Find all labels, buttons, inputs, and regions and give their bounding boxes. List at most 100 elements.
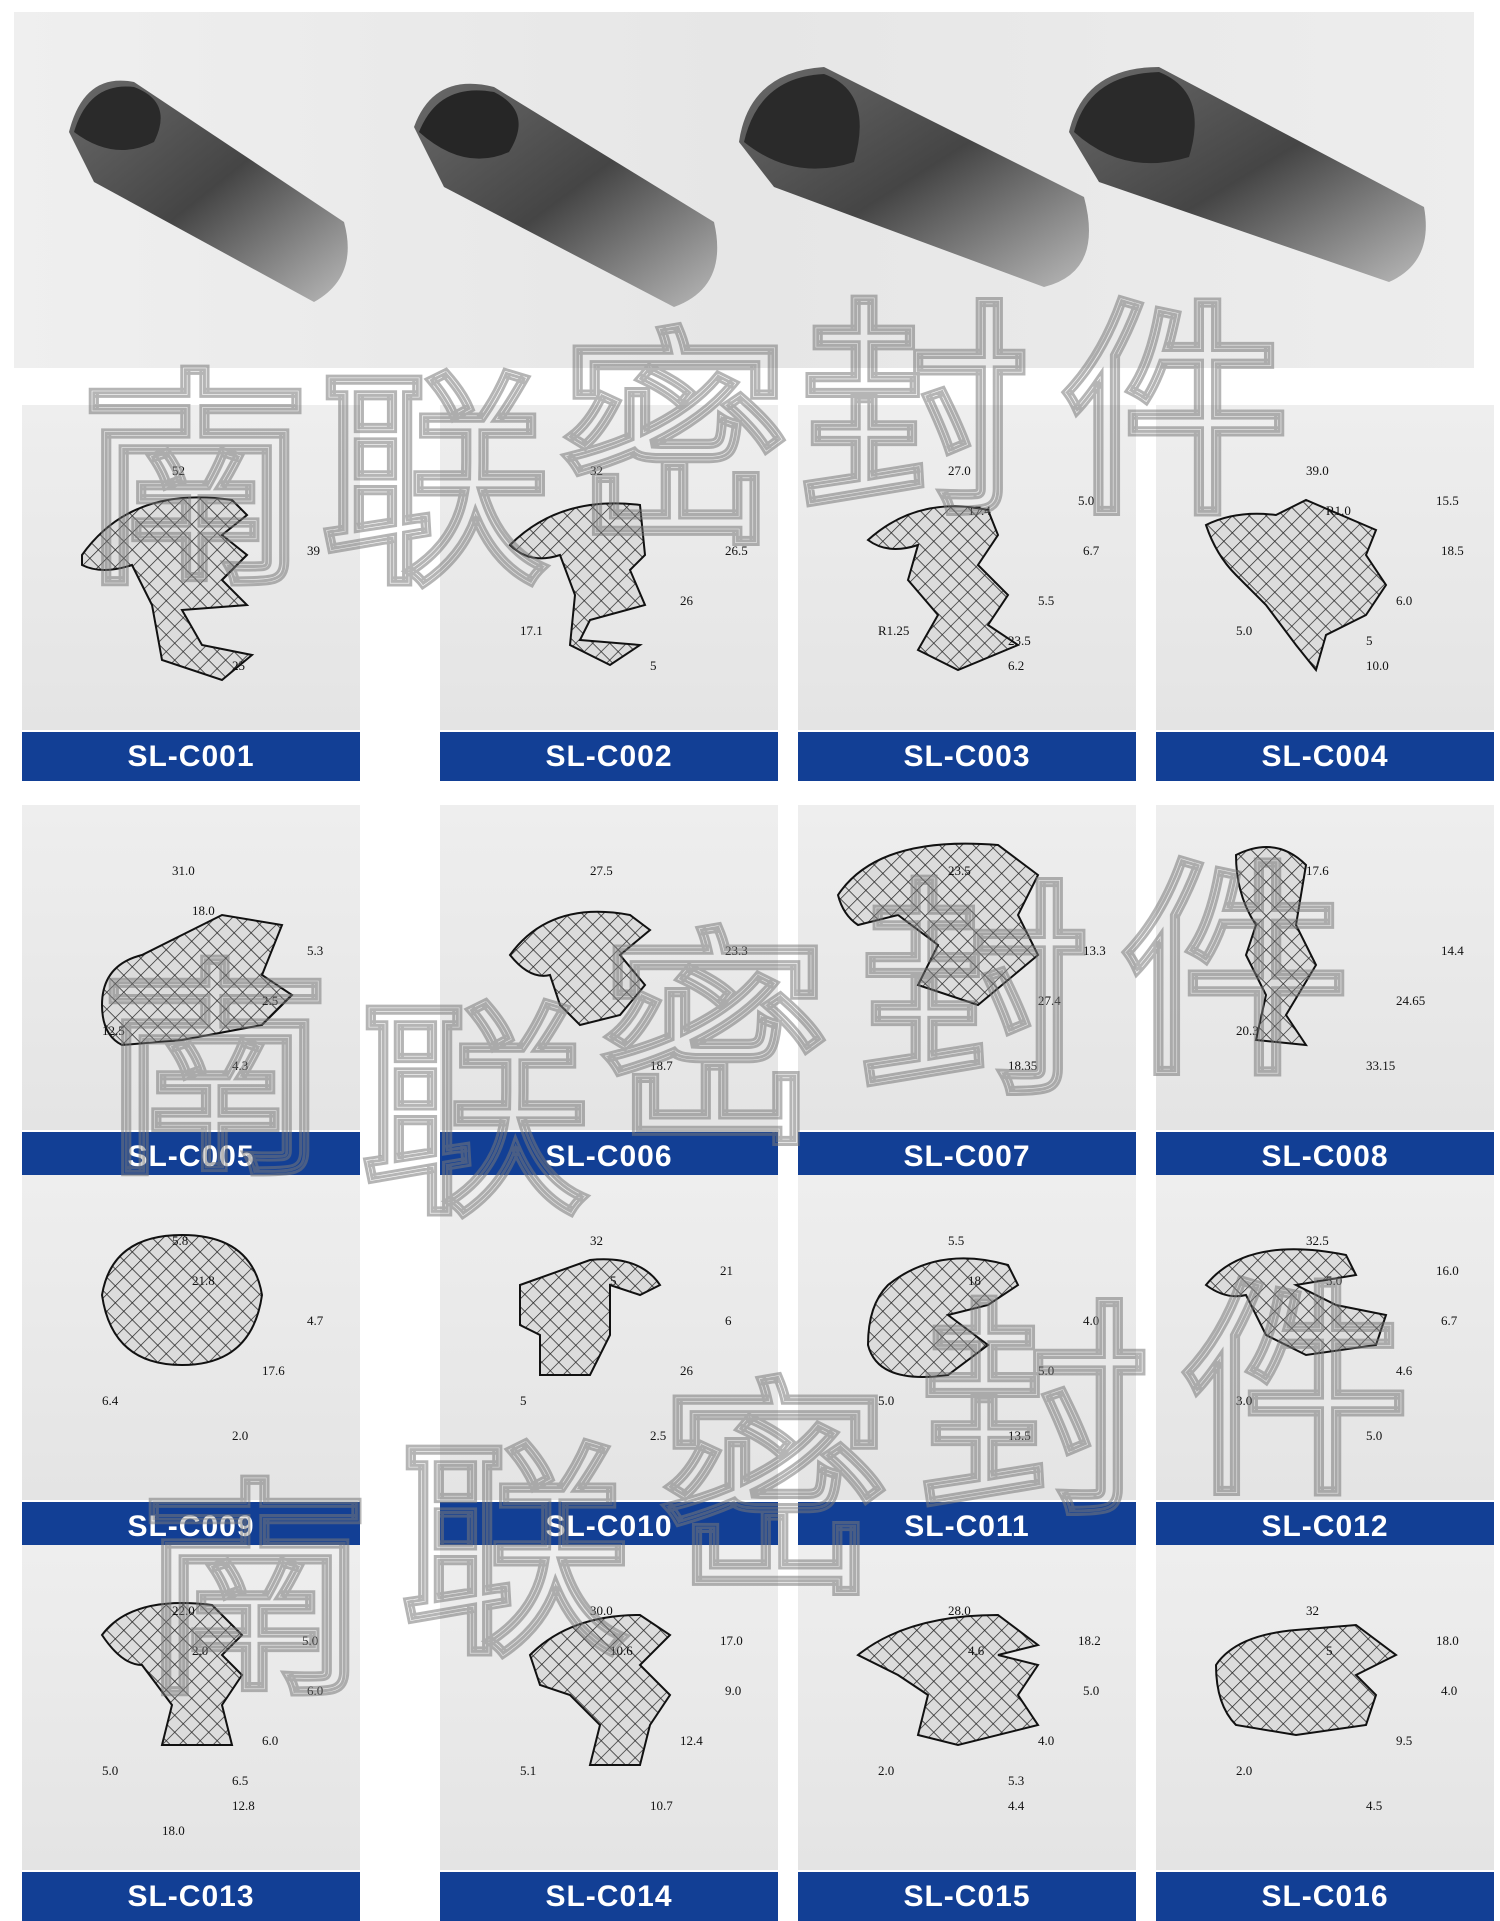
dimension-label: 18.2 xyxy=(1078,1633,1101,1648)
seal-profile-shape xyxy=(856,1613,1041,1747)
dimension-label: 5.0 xyxy=(1366,1428,1382,1443)
dimension-label: 17.6 xyxy=(262,1363,285,1378)
dimension-label: 13.5 xyxy=(1008,1428,1031,1443)
dimension-label: 5.5 xyxy=(1038,593,1054,608)
seal-profile-shape xyxy=(100,913,294,1047)
profile-drawing-svg: 5.54.013.55.05.018 xyxy=(866,1233,1099,1443)
dimension-label: 18.0 xyxy=(1436,1633,1459,1648)
profile-drawing-svg: 22.06.012.86.05.02.05.06.518.0 xyxy=(100,1602,323,1838)
dimension-label: 5.0 xyxy=(1236,623,1252,638)
dimension-label: 5 xyxy=(610,1273,617,1288)
seal-photo-2 xyxy=(414,83,718,307)
seal-profile-shape xyxy=(1204,1248,1388,1357)
dimension-label: 12.8 xyxy=(232,1798,255,1813)
dimension-label: 5 xyxy=(1326,1643,1333,1658)
product-code-label: SL-C009 xyxy=(22,1502,360,1551)
dimension-label: 5.1 xyxy=(520,1763,536,1778)
dimension-label: 5.5 xyxy=(948,1233,964,1248)
dimension-label: 6.2 xyxy=(1008,658,1024,673)
seal-profile-shape xyxy=(866,505,1021,672)
dimension-label: 4.3 xyxy=(232,1058,248,1073)
product-code-label: SL-C002 xyxy=(440,732,778,781)
dimension-label: 39.0 xyxy=(1306,463,1329,478)
profile-drawing-svg: 31.05.34.32.512.518.0 xyxy=(100,863,323,1073)
dimension-label: R1.0 xyxy=(1326,503,1351,518)
dimension-label: 21 xyxy=(720,1263,733,1278)
dimension-label: 5.0 xyxy=(102,1763,118,1778)
dimension-label: 16.0 xyxy=(1436,1263,1459,1278)
dimension-label: 32 xyxy=(1306,1603,1319,1618)
seal-profile-shape xyxy=(528,1613,672,1766)
dimension-label: 4.6 xyxy=(968,1643,985,1658)
product-code-label: SL-C007 xyxy=(798,1132,1136,1181)
product-code-label: SL-C011 xyxy=(798,1502,1136,1551)
dimension-label: 5.0 xyxy=(302,1633,318,1648)
dimension-label: 5.0 xyxy=(1038,1363,1054,1378)
dimension-label: 32.5 xyxy=(1306,1233,1329,1248)
dimension-label: 17.4 xyxy=(968,503,991,518)
product-code-label: SL-C004 xyxy=(1156,732,1494,781)
product-code-label: SL-C001 xyxy=(22,732,360,781)
dimension-label: 4.0 xyxy=(1038,1733,1054,1748)
dimension-label: 23.3 xyxy=(725,943,748,958)
seal-photo-3 xyxy=(739,67,1089,287)
dimension-label: 28.0 xyxy=(948,1603,971,1618)
seal-profile-shape xyxy=(866,1257,1020,1378)
dimension-label: R1.25 xyxy=(878,623,909,638)
dimension-label: 4.5 xyxy=(1366,1798,1382,1813)
dimension-label: 23.5 xyxy=(1008,633,1031,648)
dimension-label: 22.0 xyxy=(172,1603,195,1618)
dimension-label: 6.4 xyxy=(102,1393,119,1408)
dimension-label: 6.5 xyxy=(232,1773,248,1788)
seal-photo-1 xyxy=(69,80,348,302)
dimension-label: 26 xyxy=(680,593,694,608)
dimension-label: 25 xyxy=(232,658,245,673)
dimension-label: 27.0 xyxy=(948,463,971,478)
dimension-label: 6.0 xyxy=(1396,593,1412,608)
dimension-label: 5.0 xyxy=(1326,1273,1342,1288)
seal-profile-shape xyxy=(100,1233,264,1367)
dimension-label: 18 xyxy=(968,1273,981,1288)
seal-profile-shape xyxy=(519,1258,662,1376)
product-code-label: SL-C012 xyxy=(1156,1502,1494,1551)
dimension-label: 5.3 xyxy=(1008,1773,1024,1788)
dimension-label: 27.4 xyxy=(1038,993,1061,1008)
profile-drawing-svg: 30.09.010.712.45.110.617.0 xyxy=(520,1603,743,1813)
seal-profile-shape xyxy=(1214,1623,1398,1737)
product-code-label: SL-C010 xyxy=(440,1502,778,1551)
dimension-label: 17.0 xyxy=(720,1633,743,1648)
dimension-label: 10.6 xyxy=(610,1643,633,1658)
profile-drawing-svg: 39.018.510.06.05.0R1.015.55 xyxy=(1204,463,1464,673)
dimension-label: 13.3 xyxy=(1083,943,1106,958)
dimension-label: 33.15 xyxy=(1366,1058,1395,1073)
seal-profile-shape xyxy=(1204,498,1388,673)
product-code-label: SL-C013 xyxy=(22,1872,360,1921)
dimension-label: 20.3 xyxy=(1236,1023,1259,1038)
product-code-label: SL-C015 xyxy=(798,1872,1136,1921)
dimension-label: 6.7 xyxy=(1441,1313,1458,1328)
product-code-label: SL-C003 xyxy=(798,732,1136,781)
